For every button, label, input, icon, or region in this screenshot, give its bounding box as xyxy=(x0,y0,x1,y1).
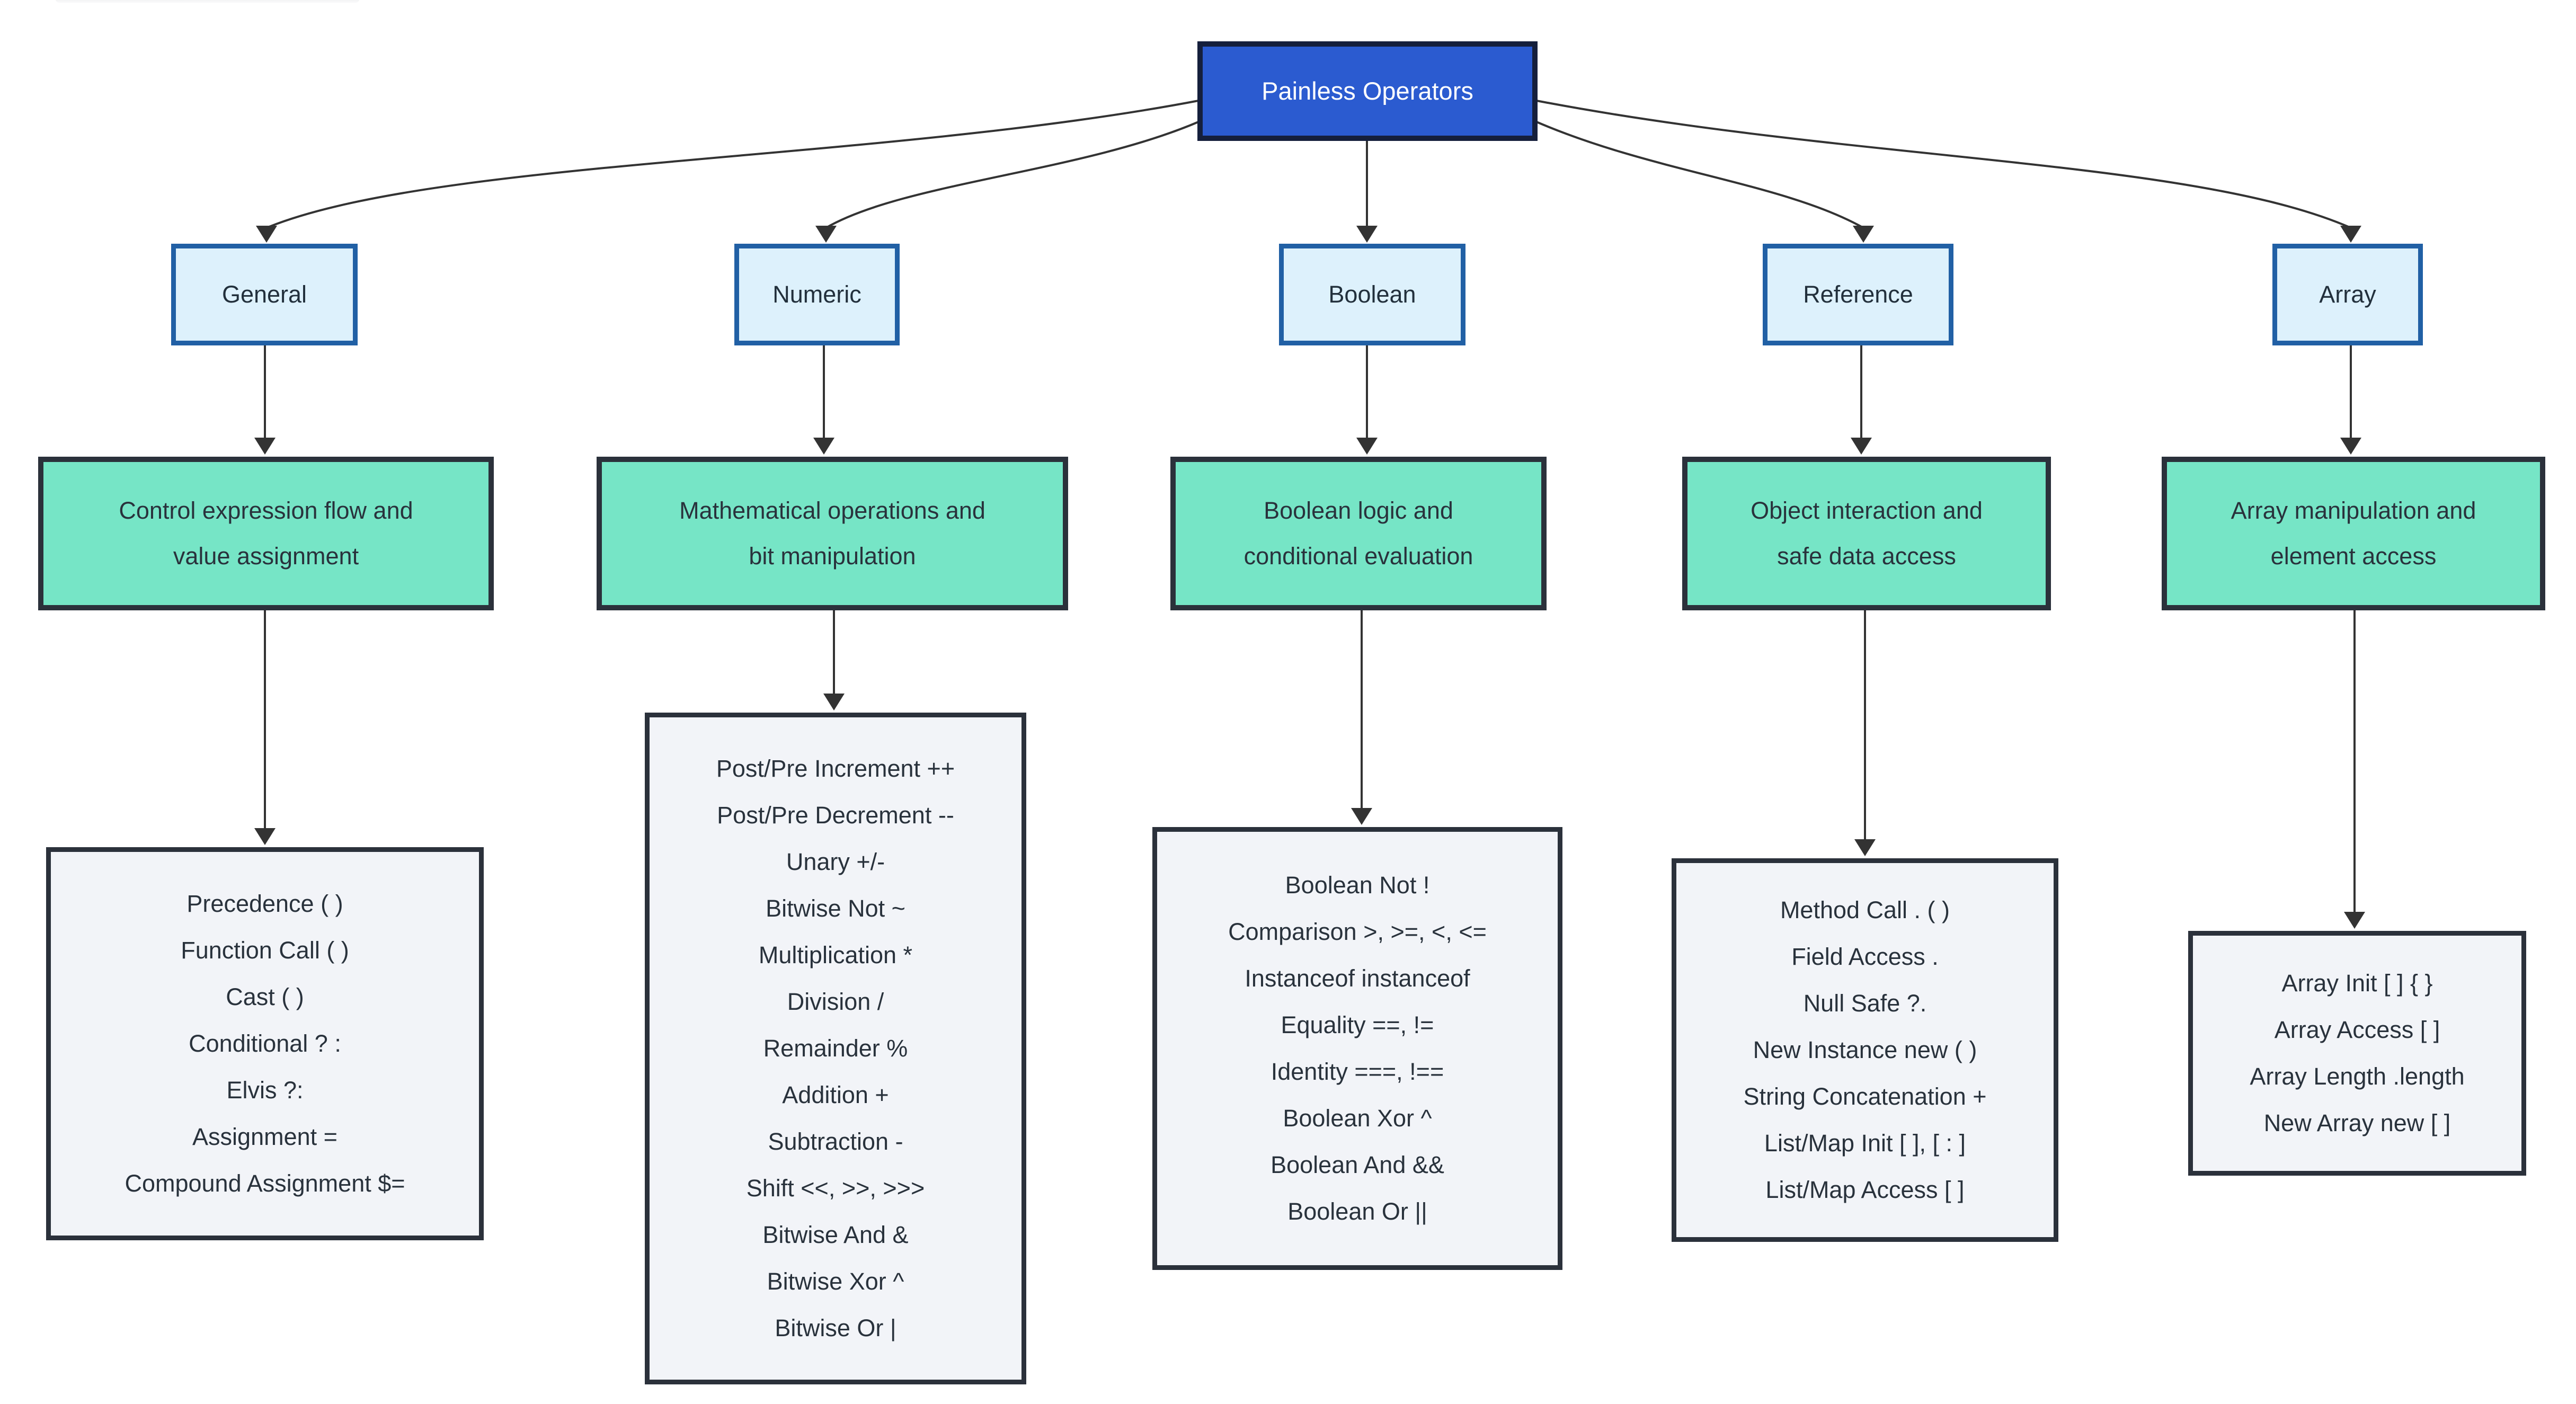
operator-item: Bitwise Xor ^ xyxy=(767,1268,904,1295)
arrowhead-array xyxy=(2340,226,2361,243)
detail-node-boolean: Boolean Not ! Comparison >, >=, <, <= In… xyxy=(1152,827,1562,1270)
edge-root-general xyxy=(266,100,1199,229)
operator-item: Boolean And && xyxy=(1271,1151,1444,1178)
operator-item: New Array new [ ] xyxy=(2263,1109,2451,1136)
category-node-general: General xyxy=(171,244,358,345)
summary-label: Mathematical operations and bit manipula… xyxy=(679,497,985,570)
category-label: General xyxy=(221,281,307,308)
category-node-boolean: Boolean xyxy=(1279,244,1465,345)
operator-item: Cast ( ) xyxy=(226,983,304,1010)
operator-item: Field Access . xyxy=(1791,943,1939,970)
operator-item: Subtraction - xyxy=(768,1128,903,1155)
summary-label: Control expression flow and value assign… xyxy=(119,497,413,570)
summary-node-boolean: Boolean logic and conditional evaluation xyxy=(1170,457,1547,610)
summary-node-array: Array manipulation and element access xyxy=(2162,457,2545,610)
operator-item: Remainder % xyxy=(763,1035,908,1062)
operator-item: Assignment = xyxy=(192,1123,337,1150)
category-node-array: Array xyxy=(2272,244,2423,345)
operator-item: Elvis ?: xyxy=(226,1077,304,1104)
operator-item: Unary +/- xyxy=(786,848,885,875)
arrowhead-numeric-summary xyxy=(813,438,834,455)
arrowhead-numeric xyxy=(815,226,837,243)
arrowhead-reference-detail xyxy=(1854,839,1876,856)
operator-item: Boolean Xor ^ xyxy=(1283,1105,1432,1132)
operator-item: Boolean Not ! xyxy=(1285,872,1430,899)
arrowhead-boolean-detail xyxy=(1351,808,1372,825)
arrowhead-boolean-summary xyxy=(1356,438,1378,455)
category-label: Reference xyxy=(1803,281,1913,308)
operator-item: List/Map Access [ ] xyxy=(1765,1176,1965,1203)
edge-root-reference xyxy=(1536,121,1864,229)
root-node-painless-operators: Painless Operators xyxy=(1197,41,1538,141)
arrowhead-array-summary xyxy=(2340,438,2361,455)
operator-item: Equality ==, != xyxy=(1281,1011,1434,1038)
detail-node-general: Precedence ( ) Function Call ( ) Cast ( … xyxy=(46,847,484,1240)
detail-node-reference: Method Call . ( ) Field Access . Null Sa… xyxy=(1672,858,2058,1242)
summary-label: Array manipulation and element access xyxy=(2231,497,2476,570)
operator-item: Array Init [ ] { } xyxy=(2281,970,2433,997)
operator-item: Method Call . ( ) xyxy=(1780,896,1950,923)
category-label: Numeric xyxy=(772,281,861,308)
category-label: Boolean xyxy=(1328,281,1416,308)
operator-item: Addition + xyxy=(782,1081,889,1108)
arrowhead-numeric-detail xyxy=(823,694,845,710)
category-node-reference: Reference xyxy=(1763,244,1953,345)
operator-item: Multiplication * xyxy=(758,941,913,968)
operator-item: Shift <<, >>, >>> xyxy=(746,1175,925,1202)
detail-node-array: Array Init [ ] { } Array Access [ ] Arra… xyxy=(2188,931,2526,1176)
operator-item: Conditional ? : xyxy=(189,1030,341,1057)
summary-node-general: Control expression flow and value assign… xyxy=(38,457,494,610)
summary-label: Boolean logic and conditional evaluation xyxy=(1243,497,1473,570)
arrowhead-general xyxy=(256,226,277,243)
operator-item: Bitwise Or | xyxy=(775,1314,896,1341)
operator-item: Instanceof instanceof xyxy=(1245,965,1470,992)
category-label: Array xyxy=(2319,281,2376,308)
operator-item: Bitwise And & xyxy=(762,1221,909,1248)
detail-node-numeric: Post/Pre Increment ++ Post/Pre Decrement… xyxy=(645,713,1026,1384)
arrowhead-array-detail xyxy=(2344,912,2365,929)
operator-item: Compound Assignment $= xyxy=(125,1170,405,1197)
operator-item: Array Length .length xyxy=(2250,1063,2465,1090)
edge-root-numeric xyxy=(825,121,1199,229)
operator-item: Boolean Or || xyxy=(1287,1198,1427,1225)
operator-item: Null Safe ?. xyxy=(1803,990,1927,1017)
operator-item: Array Access [ ] xyxy=(2274,1016,2440,1043)
arrowhead-boolean xyxy=(1356,226,1378,243)
operator-item: New Instance new ( ) xyxy=(1753,1036,1977,1063)
operator-item: Precedence ( ) xyxy=(186,890,343,917)
operator-item: Identity ===, !== xyxy=(1271,1058,1444,1085)
arrowhead-general-summary xyxy=(254,438,276,455)
category-node-numeric: Numeric xyxy=(734,244,900,345)
operator-item: List/Map Init [ ], [ : ] xyxy=(1764,1130,1966,1157)
operator-item: Bitwise Not ~ xyxy=(766,895,905,922)
arrowhead-general-detail xyxy=(254,828,276,845)
root-node-label: Painless Operators xyxy=(1262,77,1473,105)
clipped-top-artifact xyxy=(55,0,360,3)
operator-item: Division / xyxy=(787,988,884,1015)
edge-root-array xyxy=(1536,100,2351,229)
operator-item: String Concatenation + xyxy=(1743,1083,1987,1110)
arrowhead-reference-summary xyxy=(1851,438,1872,455)
summary-node-numeric: Mathematical operations and bit manipula… xyxy=(597,457,1068,610)
summary-label: Object interaction and safe data access xyxy=(1751,497,1983,570)
operator-item: Comparison >, >=, <, <= xyxy=(1228,918,1487,945)
arrowhead-reference xyxy=(1853,226,1874,243)
operator-item: Post/Pre Increment ++ xyxy=(716,755,955,782)
operator-item: Post/Pre Decrement -- xyxy=(717,802,954,829)
operator-item: Function Call ( ) xyxy=(181,937,349,964)
summary-node-reference: Object interaction and safe data access xyxy=(1682,457,2051,610)
